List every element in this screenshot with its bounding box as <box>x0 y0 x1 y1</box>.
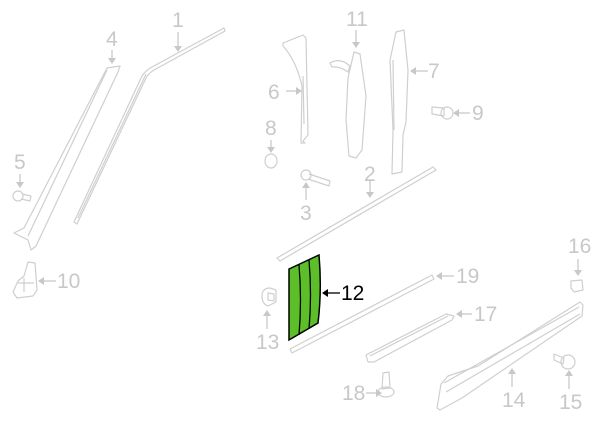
callout-3[interactable]: 3 <box>300 202 312 225</box>
callout-6[interactable]: 6 <box>268 81 280 104</box>
part-19-lower-molding[interactable] <box>289 274 435 354</box>
part-15-clip[interactable] <box>553 353 576 370</box>
callout-2[interactable]: 2 <box>364 163 376 186</box>
part-10-bracket[interactable] <box>12 261 38 299</box>
part-1-roof-molding[interactable] <box>73 27 226 225</box>
callout-19[interactable]: 19 <box>456 265 480 288</box>
callout-9[interactable]: 9 <box>472 102 484 125</box>
part-14-rocker-panel[interactable] <box>436 301 584 411</box>
callout-12[interactable]: 12 <box>341 282 365 305</box>
part-12-pillar-applique[interactable] <box>288 253 322 342</box>
callout-8[interactable]: 8 <box>265 117 277 140</box>
callout-15[interactable]: 15 <box>559 391 583 414</box>
part-17-sill-strip[interactable] <box>365 313 455 363</box>
part-11-pillar-panel[interactable] <box>329 51 367 159</box>
part-3-bolt[interactable] <box>300 169 331 187</box>
callout-1[interactable]: 1 <box>172 9 184 32</box>
part-4-a-pillar-trim[interactable] <box>13 65 121 251</box>
part-6-pillar-trim[interactable] <box>282 34 309 144</box>
callout-17[interactable]: 17 <box>474 303 498 326</box>
part-7-pillar-cover[interactable] <box>389 29 409 175</box>
part-2-belt-molding[interactable] <box>276 166 437 262</box>
callout-18[interactable]: 18 <box>342 382 366 405</box>
callout-7[interactable]: 7 <box>428 60 440 83</box>
part-13-clip[interactable] <box>261 287 277 307</box>
callout-4[interactable]: 4 <box>106 28 118 51</box>
callout-10[interactable]: 10 <box>57 270 81 293</box>
callout-14[interactable]: 14 <box>502 389 526 412</box>
callout-13[interactable]: 13 <box>256 331 280 354</box>
part-9-clip[interactable] <box>431 106 454 120</box>
callout-16[interactable]: 16 <box>568 235 592 258</box>
callout-11[interactable]: 11 <box>346 8 368 31</box>
part-8-grommet[interactable] <box>264 153 278 169</box>
part-5-screw[interactable] <box>12 190 32 202</box>
callout-5[interactable]: 5 <box>14 151 26 174</box>
part-16-clip[interactable] <box>570 279 584 293</box>
